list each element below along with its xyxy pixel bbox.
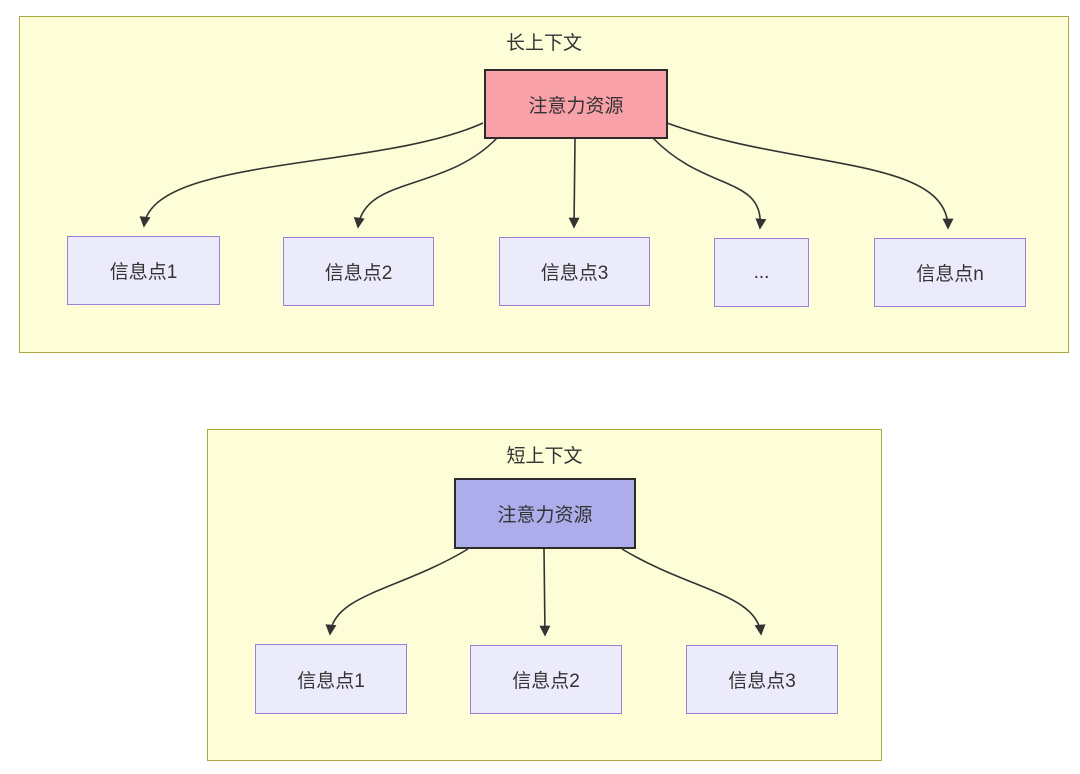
info-box-label: 信息点1 xyxy=(297,670,365,692)
info-box-label: 信息点2 xyxy=(324,263,393,284)
long-context-title: 长上下文 xyxy=(505,33,582,54)
short-context-panel: 短上下文 注意力资源 信息点1 信息点2 信息点3 xyxy=(207,429,882,761)
attention-resource-box-short: 注意力资源 xyxy=(454,478,636,549)
info-box-short-1: 信息点1 xyxy=(255,644,407,714)
attention-resource-label-long: 注意力资源 xyxy=(528,95,624,117)
info-box-long-3: 信息点3 xyxy=(499,237,650,306)
info-box-long-1: 信息点1 xyxy=(67,236,220,305)
attention-resource-box-long: 注意力资源 xyxy=(484,69,668,139)
info-box-label: 信息点1 xyxy=(109,262,178,283)
info-box-long-n: 信息点n xyxy=(874,238,1026,307)
long-context-panel: 长上下文 注意力资源 信息点1 信息点2 信息点3 ... 信息点n xyxy=(19,16,1069,353)
info-box-label: 信息点2 xyxy=(512,671,580,692)
info-box-long-ellipsis: ... xyxy=(714,238,809,307)
info-box-label: 信息点3 xyxy=(728,671,796,692)
info-box-label: 信息点3 xyxy=(540,263,609,284)
short-context-title: 短上下文 xyxy=(506,446,583,467)
attention-resource-label-short: 注意力资源 xyxy=(497,505,593,526)
info-box-short-2: 信息点2 xyxy=(470,645,622,714)
info-box-label: ... xyxy=(753,261,770,283)
info-box-label: 信息点n xyxy=(916,264,984,285)
info-box-short-3: 信息点3 xyxy=(686,645,838,714)
info-box-long-2: 信息点2 xyxy=(283,237,434,306)
